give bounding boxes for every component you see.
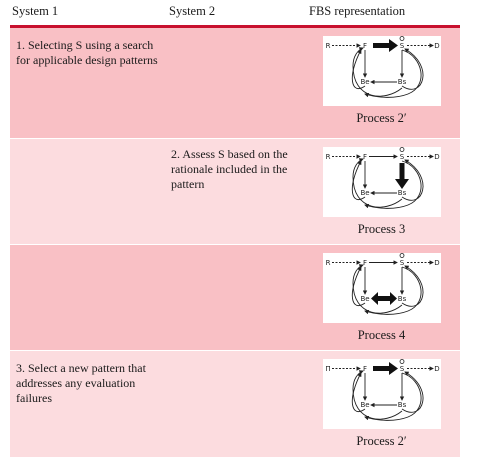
row-3-system-1 — [10, 245, 165, 350]
table-row: R F S D Be Bs Process 4 — [10, 245, 460, 351]
emphasis-arrow — [372, 362, 398, 375]
row-1-fbs-cell: R F S D Be Bs Process 2′ — [303, 28, 460, 138]
emphasis-arrow — [370, 292, 397, 305]
be-label: Be — [360, 401, 369, 409]
header-system-2: System 2 — [169, 4, 216, 18]
s-label: S — [399, 153, 404, 161]
process-label: Process 2′ — [356, 434, 407, 448]
s-label: S — [399, 365, 404, 373]
row-4-fbs-cell: Π F S D Be Bs Process 2′ — [303, 351, 460, 457]
row-1-system-1: 1. Selecting S using a search for applic… — [10, 28, 165, 138]
header-system-1: System 1 — [12, 4, 59, 18]
r-label: R — [325, 42, 330, 50]
row-4-system-1: 3. Select a new pattern that addresses a… — [10, 351, 165, 457]
s-reflexive-node — [399, 359, 404, 364]
d-label: D — [434, 42, 439, 50]
d-label: D — [434, 153, 439, 161]
header-fbs-representation: FBS representation — [309, 4, 406, 18]
be-label: Be — [360, 295, 369, 303]
fbs-table: System 1 System 2 FBS representation 1. … — [10, 0, 460, 458]
d-label: D — [434, 259, 439, 267]
row-3-system-2 — [165, 245, 303, 350]
s-reflexive-node — [399, 36, 404, 41]
process-label: Process 4 — [357, 328, 406, 342]
fbs-diagram: R F S D Be Bs — [322, 147, 441, 217]
table-row: 1. Selecting S using a search for applic… — [10, 28, 460, 139]
r-label: R — [325, 259, 330, 267]
row-2-system-2: 2. Assess S based on the rationale inclu… — [165, 139, 303, 244]
row-4-system-2 — [165, 351, 303, 457]
row-2-system-1 — [10, 139, 165, 244]
table-row: 3. Select a new pattern that addresses a… — [10, 351, 460, 458]
table-row: 2. Assess S based on the rationale inclu… — [10, 139, 460, 245]
emphasis-arrow — [394, 163, 409, 189]
row-2-fbs-cell: R F S D Be Bs Process 3 — [303, 139, 460, 244]
f-label: F — [362, 42, 366, 50]
fbs-diagram: Π F S D Be Bs — [322, 359, 441, 429]
be-label: Be — [360, 78, 369, 86]
d-label: D — [434, 365, 439, 373]
r-label: R — [325, 153, 330, 161]
emphasis-arrow — [372, 39, 398, 52]
process-label: Process 2′ — [356, 111, 407, 125]
row-1-system-2 — [165, 28, 303, 138]
fbs-diagram: R F S D Be Bs — [322, 36, 441, 106]
f-label: F — [362, 259, 366, 267]
s-label: S — [399, 259, 404, 267]
bs-label: Bs — [397, 189, 406, 197]
f-label: F — [362, 365, 366, 373]
table-header: System 1 System 2 FBS representation — [10, 0, 460, 28]
f-label: F — [362, 153, 366, 161]
s-reflexive-node — [399, 147, 404, 152]
bs-label: Bs — [397, 401, 406, 409]
row-3-fbs-cell: R F S D Be Bs Process 4 — [303, 245, 460, 350]
process-label: Process 3 — [357, 222, 406, 236]
bs-label: Bs — [397, 78, 406, 86]
fbs-diagram: R F S D Be Bs — [322, 253, 441, 323]
r-label: Π — [325, 365, 330, 373]
s-reflexive-node — [399, 253, 404, 258]
s-label: S — [399, 42, 404, 50]
bs-label: Bs — [397, 295, 406, 303]
be-label: Be — [360, 189, 369, 197]
